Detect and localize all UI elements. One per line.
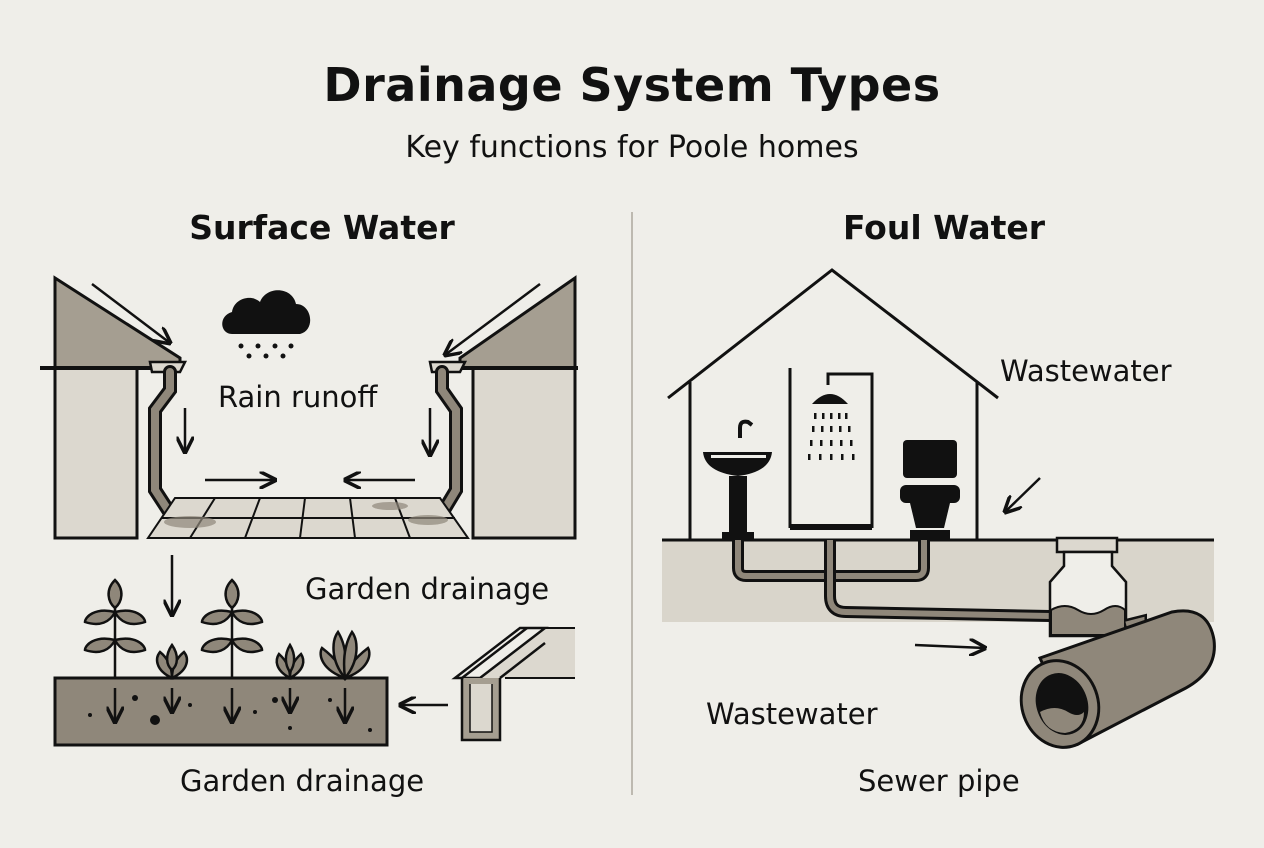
inspection-chamber <box>1048 536 1147 648</box>
sewer-flow-arrow <box>914 645 985 648</box>
channel-drain <box>451 626 575 742</box>
plant-3 <box>200 578 264 678</box>
plant-2 <box>155 642 189 680</box>
garden-drainage-label-bottom: Garden drainage <box>180 764 425 798</box>
page-title: Drainage System Types <box>323 58 941 112</box>
foul-house <box>667 268 999 540</box>
garden-soil <box>53 676 389 747</box>
roof-runoff-arrow-right <box>445 282 541 355</box>
left-house <box>40 275 182 540</box>
garden-drainage-label-top: Garden drainage <box>305 572 550 606</box>
wastewater-label-bottom: Wastewater <box>706 697 878 731</box>
wastewater-label-top: Wastewater <box>1000 354 1172 388</box>
toilet-icon <box>900 440 960 540</box>
sink-icon <box>703 419 772 540</box>
page-subtitle: Key functions for Poole homes <box>405 130 859 165</box>
plant-5 <box>319 629 371 682</box>
sewer-pipe <box>1019 609 1216 749</box>
puddles <box>164 502 448 528</box>
rain-cloud-icon <box>222 290 311 359</box>
right-house <box>455 275 578 540</box>
surface-water-heading: Surface Water <box>189 208 455 247</box>
plant-1 <box>83 578 147 678</box>
wastewater-arrow-diagonal <box>1005 477 1041 512</box>
roof-runoff-arrow-left <box>91 283 170 343</box>
sewer-pipe-label: Sewer pipe <box>858 764 1020 798</box>
rain-runoff-label: Rain runoff <box>218 380 378 414</box>
right-downpipe <box>428 360 468 517</box>
waste-pipes <box>732 540 1051 622</box>
left-downpipe <box>148 360 188 517</box>
plants <box>83 578 371 682</box>
shower-icon <box>788 368 874 530</box>
foul-water-heading: Foul Water <box>842 208 1046 247</box>
plant-4 <box>275 642 305 681</box>
